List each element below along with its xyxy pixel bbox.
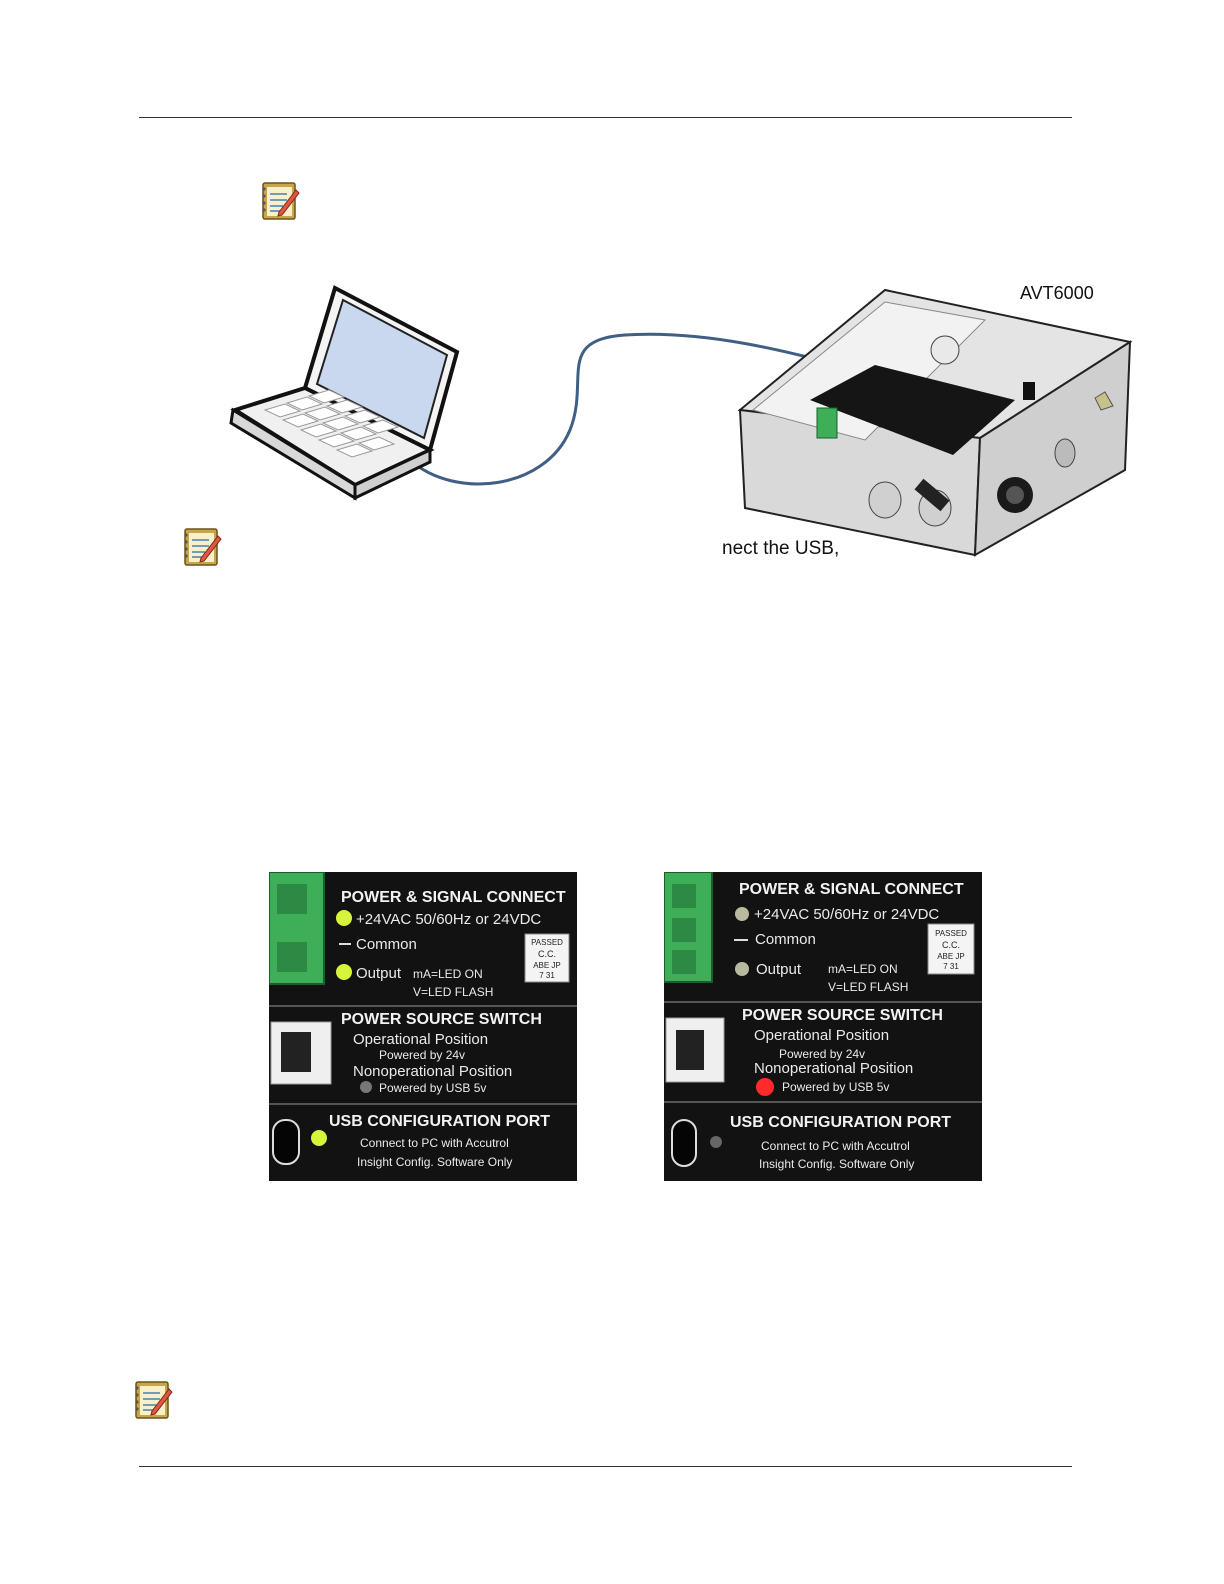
switch-heading: POWER SOURCE SWITCH: [341, 1011, 542, 1028]
common-label: Common: [755, 931, 816, 948]
stamp-line1: PASSED: [935, 929, 967, 938]
power-line: +24VAC 50/60Hz or 24VDC: [356, 911, 541, 928]
output-led: [735, 962, 749, 976]
usb-heading: USB CONFIGURATION PORT: [329, 1113, 550, 1130]
header-rule: [139, 117, 1072, 118]
powered-usb-label: Powered by USB 5v: [379, 1081, 486, 1095]
board-photo-24v: POWER & SIGNAL CONNECT +24VAC 50/60Hz or…: [269, 872, 577, 1181]
stamp-line2: C.C.: [538, 949, 556, 959]
powered-usb-label: Powered by USB 5v: [782, 1080, 889, 1094]
usb-led: [710, 1136, 722, 1148]
power-heading: POWER & SIGNAL CONNECT: [739, 881, 964, 898]
stamp-line1: PASSED: [531, 938, 563, 947]
device-label: AVT6000: [1020, 283, 1094, 304]
output-led: [336, 964, 352, 980]
footer-rule: [139, 1466, 1072, 1467]
note-icon: [181, 526, 223, 568]
stamp-line3: ABE JP: [533, 961, 561, 970]
operational-label: Operational Position: [754, 1027, 889, 1044]
v-note: V=LED FLASH: [828, 980, 908, 994]
note-icon: [132, 1379, 174, 1421]
board-photo-usb: POWER & SIGNAL CONNECT +24VAC 50/60Hz or…: [664, 872, 982, 1181]
note-icon: [259, 180, 301, 222]
ma-note: mA=LED ON: [828, 962, 898, 976]
power-led: [336, 910, 352, 926]
v-note: V=LED FLASH: [413, 985, 493, 999]
nonoperational-label: Nonoperational Position: [754, 1060, 913, 1077]
switch-heading: POWER SOURCE SWITCH: [742, 1007, 943, 1024]
usb-line1: Connect to PC with Accutrol: [761, 1139, 910, 1153]
operational-label: Operational Position: [353, 1031, 488, 1048]
ma-note: mA=LED ON: [413, 967, 483, 981]
partial-caption: nect the USB,: [722, 538, 839, 560]
usb-line2: Insight Config. Software Only: [357, 1155, 512, 1169]
powered-24v-label: Powered by 24v: [379, 1048, 465, 1062]
usb-power-led: [360, 1081, 372, 1093]
stamp-line4: 7 31: [539, 971, 555, 980]
stamp-line3: ABE JP: [937, 952, 965, 961]
stamp-line4: 7 31: [943, 962, 959, 971]
usb-line2: Insight Config. Software Only: [759, 1157, 914, 1171]
output-label: Output: [756, 961, 802, 978]
powered-24v-label: Powered by 24v: [779, 1047, 865, 1061]
usb-led: [311, 1130, 327, 1146]
power-line: +24VAC 50/60Hz or 24VDC: [754, 906, 939, 923]
common-label: Common: [356, 936, 417, 953]
laptop-icon: [231, 288, 457, 498]
laptop-controller-illustration: [225, 280, 1135, 570]
power-heading: POWER & SIGNAL CONNECT: [341, 889, 566, 906]
avt6000-enclosure: [740, 290, 1130, 555]
usb-line1: Connect to PC with Accutrol: [360, 1136, 509, 1150]
power-led: [735, 907, 749, 921]
nonoperational-label: Nonoperational Position: [353, 1063, 512, 1080]
usb-heading: USB CONFIGURATION PORT: [730, 1114, 951, 1131]
output-label: Output: [356, 965, 402, 982]
usb-power-led: [756, 1078, 774, 1096]
stamp-line2: C.C.: [942, 940, 960, 950]
